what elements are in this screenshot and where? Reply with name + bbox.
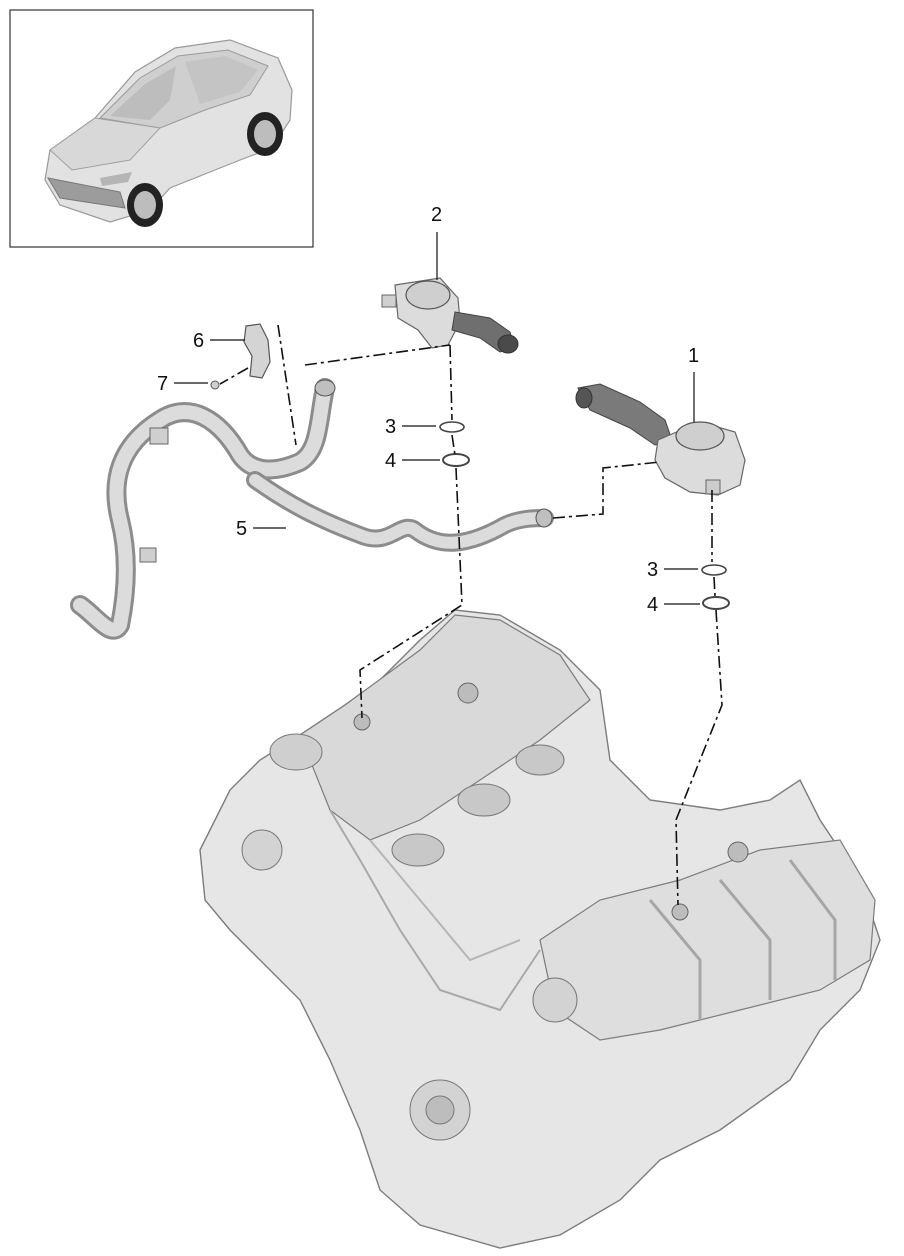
seal-ring-3-lower — [701, 564, 727, 576]
callout-5: 5 — [236, 518, 286, 540]
callout-1-label: 1 — [688, 345, 699, 367]
part-1-oil-separator — [575, 383, 746, 496]
callouts: 1 2 3 4 3 4 5 6 — [157, 204, 700, 616]
callout-5-label: 5 — [236, 518, 247, 540]
part-6-bracket — [243, 323, 271, 379]
car-icon — [44, 39, 293, 227]
callout-3-upper: 3 — [385, 416, 436, 438]
callout-4-lower-label: 4 — [647, 594, 658, 616]
engine-block — [199, 609, 881, 1249]
seal-rings-upper — [439, 421, 470, 467]
callout-7: 7 — [157, 373, 208, 395]
callout-3-lower-label: 3 — [647, 559, 658, 581]
callout-4-upper-label: 4 — [385, 450, 396, 472]
callout-3-lower: 3 — [647, 559, 698, 581]
part-5-breather-hose — [70, 378, 554, 640]
seal-rings-lower — [701, 564, 730, 610]
part-2-oil-separator — [381, 277, 519, 354]
seal-ring-3-upper — [439, 421, 465, 433]
assembly-lines — [219, 324, 723, 906]
callout-3-upper-label: 3 — [385, 416, 396, 438]
part-7-screw — [210, 380, 220, 390]
seal-ring-4-upper — [442, 453, 470, 467]
callout-2: 2 — [431, 204, 442, 280]
vehicle-thumbnail — [9, 9, 314, 248]
callout-1: 1 — [688, 345, 699, 422]
callout-7-label: 7 — [157, 373, 168, 395]
seal-ring-4-lower — [702, 596, 730, 610]
callout-6: 6 — [193, 330, 245, 352]
callout-4-lower: 4 — [647, 594, 700, 616]
callout-6-label: 6 — [193, 330, 204, 352]
callout-4-upper: 4 — [385, 450, 440, 472]
callout-2-label: 2 — [431, 204, 442, 226]
